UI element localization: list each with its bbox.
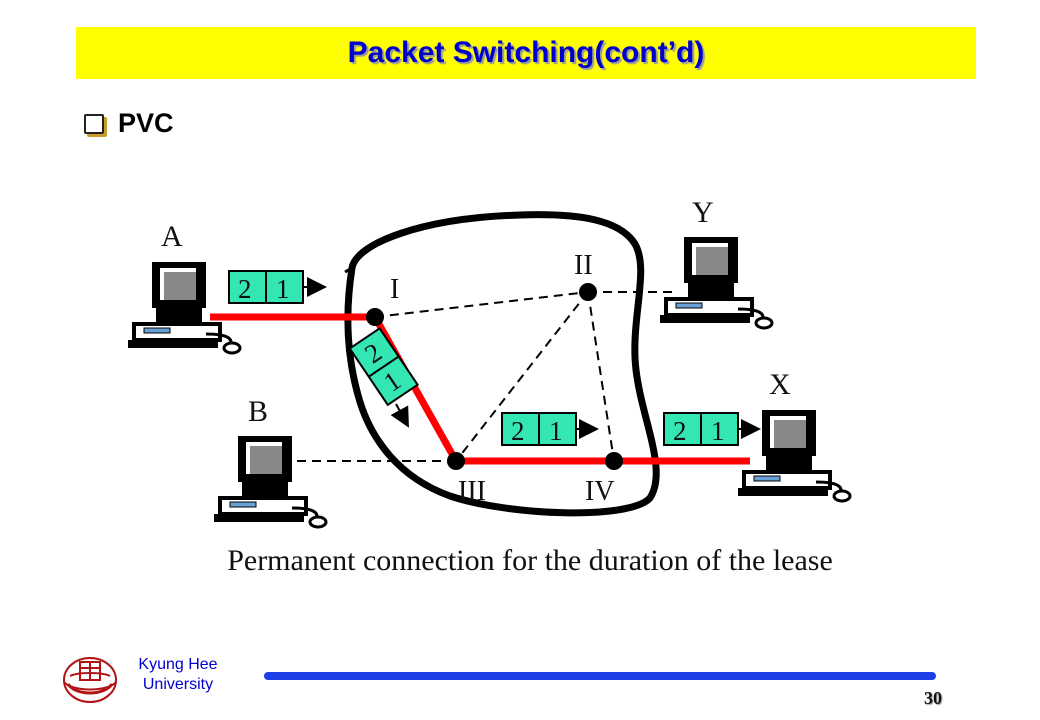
switch-node-iv (605, 452, 623, 470)
switch-label-iv: IV (585, 476, 615, 507)
bullet-item: PVC (84, 108, 174, 139)
switch-node-i (366, 308, 384, 326)
computer-x-icon (736, 408, 852, 503)
switch-label-ii: II (574, 250, 593, 281)
station-label-b: B (248, 395, 268, 428)
packet-a: 2 1 (228, 270, 327, 304)
slide-title: Packet Switching(cont’d) (347, 36, 705, 69)
computer-a-icon (126, 260, 242, 355)
station-label-a: A (161, 220, 183, 253)
packet-to-x-seq-2: 2 (673, 416, 687, 446)
switch-label-iii: III (458, 476, 486, 507)
university-name-line2: University (142, 676, 214, 693)
packet-iii-iv: 2 1 (501, 412, 599, 446)
checkbox-bullet-icon (84, 113, 104, 134)
packet-iii-iv-seq-2: 2 (511, 416, 525, 446)
university-logo-icon (63, 657, 117, 703)
bullet-label: PVC (118, 108, 174, 138)
packet-to-x: 2 1 (663, 412, 761, 446)
diagram-caption: Permanent connection for the duration of… (227, 544, 833, 577)
footer-rule (264, 672, 936, 680)
packet-to-x-seq-1: 1 (711, 416, 725, 446)
station-label-x: X (769, 368, 791, 401)
switch-label-i: I (390, 274, 399, 305)
dashed-links (282, 291, 676, 462)
packet-a-seq-1: 1 (276, 274, 290, 304)
switch-node-iii (447, 452, 465, 470)
title-bar: Packet Switching(cont’d) (76, 27, 976, 79)
packet-vertical: 2 1 (348, 326, 420, 407)
computer-b-icon (212, 434, 328, 529)
switch-node-ii (579, 283, 597, 301)
university-name: Kyung Hee University (118, 655, 238, 695)
computer-y-icon (658, 235, 774, 330)
packet-iii-iv-seq-1: 1 (549, 416, 563, 446)
page-number: 30 (924, 688, 942, 708)
university-name-line1: Kyung Hee (138, 656, 218, 673)
station-label-y: Y (692, 196, 714, 229)
packet-a-seq-2: 2 (238, 274, 252, 304)
